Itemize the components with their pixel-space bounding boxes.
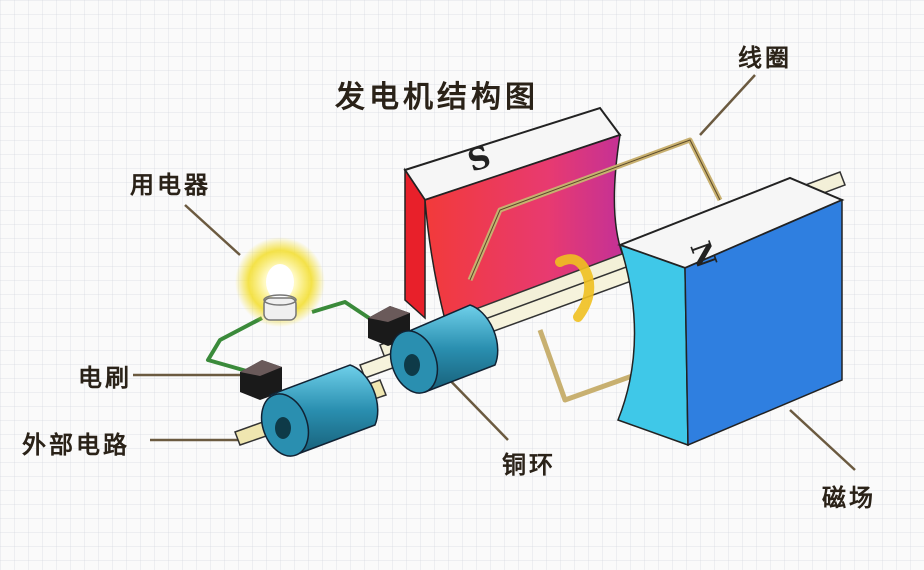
external-circuit-wire (206, 300, 374, 374)
diagram-title: 发电机结构图 (335, 80, 539, 115)
brushes (240, 306, 410, 400)
light-bulb (235, 237, 325, 327)
label-external-circuit: 外部电路 (22, 430, 130, 459)
label-copper-ring: 铜环 (502, 450, 556, 479)
rotation-arrow-icon (555, 254, 595, 322)
label-load: 用电器 (130, 170, 211, 199)
label-coil: 线圈 (738, 43, 792, 72)
label-magnetic-field: 磁场 (822, 483, 876, 512)
north-magnet: N (617, 176, 845, 447)
label-brush: 电刷 (78, 363, 132, 392)
copper-rings (260, 304, 499, 457)
